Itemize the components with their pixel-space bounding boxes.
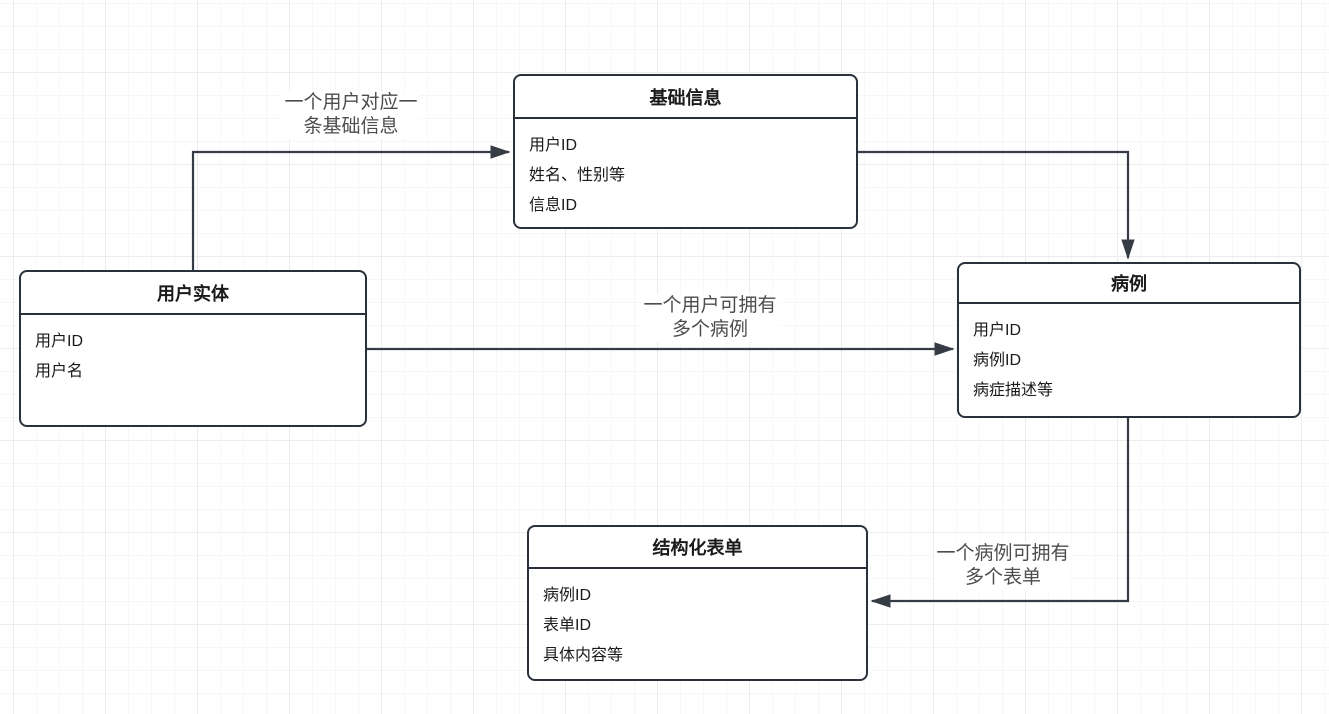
entity-field: 具体内容等 xyxy=(543,647,624,664)
entity-field: 用户ID xyxy=(973,322,1022,339)
entity-body: 病例ID 表单ID 具体内容等 xyxy=(529,569,866,671)
entity-field: 病例ID xyxy=(543,587,592,604)
entity-body: 用户ID 姓名、性别等 信息ID xyxy=(515,119,856,221)
entity-title: 用户实体 xyxy=(21,272,365,315)
entity-body: 用户ID 用户名 xyxy=(21,315,365,387)
entity-body: 用户ID 病例ID 病症描述等 xyxy=(959,304,1299,406)
entity-basic-info[interactable]: 基础信息 用户ID 姓名、性别等 信息ID xyxy=(513,74,858,229)
entity-structured-form[interactable]: 结构化表单 病例ID 表单ID 具体内容等 xyxy=(527,525,868,681)
edge-user-to-basic-info[interactable] xyxy=(191,145,511,270)
entity-title: 基础信息 xyxy=(515,76,856,119)
entity-field: 用户名 xyxy=(35,363,84,380)
entity-user[interactable]: 用户实体 用户ID 用户名 xyxy=(19,270,367,427)
entity-field: 病例ID xyxy=(973,352,1022,369)
edge-case-to-form[interactable] xyxy=(870,418,1130,608)
entity-field: 用户ID xyxy=(529,137,578,154)
entity-field: 姓名、性别等 xyxy=(529,167,626,184)
entity-case[interactable]: 病例 用户ID 病例ID 病症描述等 xyxy=(957,262,1301,418)
entity-field: 信息ID xyxy=(529,197,578,214)
edge-label-user-case[interactable]: 一个用户可拥有 多个病例 xyxy=(641,294,779,342)
edge-basic-info-to-case[interactable] xyxy=(858,150,1135,260)
entity-field: 用户ID xyxy=(35,333,84,350)
entity-title: 结构化表单 xyxy=(529,527,866,569)
edge-label-case-form[interactable]: 一个病例可拥有 多个表单 xyxy=(934,542,1072,590)
entity-field: 表单ID xyxy=(543,617,592,634)
entity-title: 病例 xyxy=(959,264,1299,304)
entity-field: 病症描述等 xyxy=(973,382,1054,399)
edge-label-user-basic-info[interactable]: 一个用户对应一 条基础信息 xyxy=(282,91,420,139)
